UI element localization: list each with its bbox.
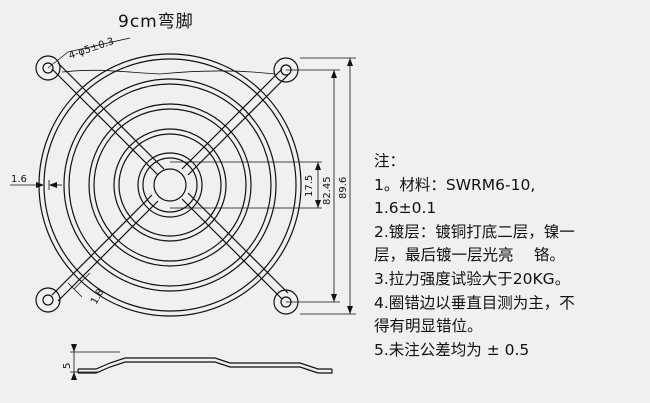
hole-dim-label: 4-φ5±0.3 — [67, 36, 115, 62]
guard-rings — [38, 53, 302, 317]
outer-dim-label: 89.6 — [338, 177, 349, 199]
notes-block: 注： 1。材料：SWRM6-10, 1.6±0.1 2.镀层：镀铜打底二层，镍一… — [374, 150, 646, 362]
height-dim-label: 5 — [62, 363, 73, 369]
note-1b: 1.6±0.1 — [374, 199, 437, 218]
wire-thk-label: 1.6 — [11, 174, 27, 185]
note-5: 5.未注公差均为 ± 0.5 — [374, 340, 530, 359]
side-profile — [77, 357, 333, 374]
note-4a: 4.圈错边以垂直目测为主，不 — [374, 293, 575, 312]
notes-heading: 注： — [374, 152, 406, 170]
note-4b: 得有明显错位。 — [374, 317, 483, 336]
pitch-dim-label: 82.45 — [322, 176, 333, 205]
outer-contour — [61, 69, 276, 75]
note-2b: 层，最后镀一层光亮 铬。 — [374, 246, 565, 265]
note-3: 3.拉力强度试验大于20KG。 — [374, 269, 571, 288]
cross-spokes — [51, 62, 289, 302]
note-2a: 2.镀层：镀铜打底二层，镍一 — [374, 222, 575, 241]
drawing-title: 9cm弯脚 — [118, 12, 194, 32]
inner-dim-label: 17.5 — [304, 175, 315, 197]
note-1a: 1。材料：SWRM6-10, — [374, 175, 536, 194]
